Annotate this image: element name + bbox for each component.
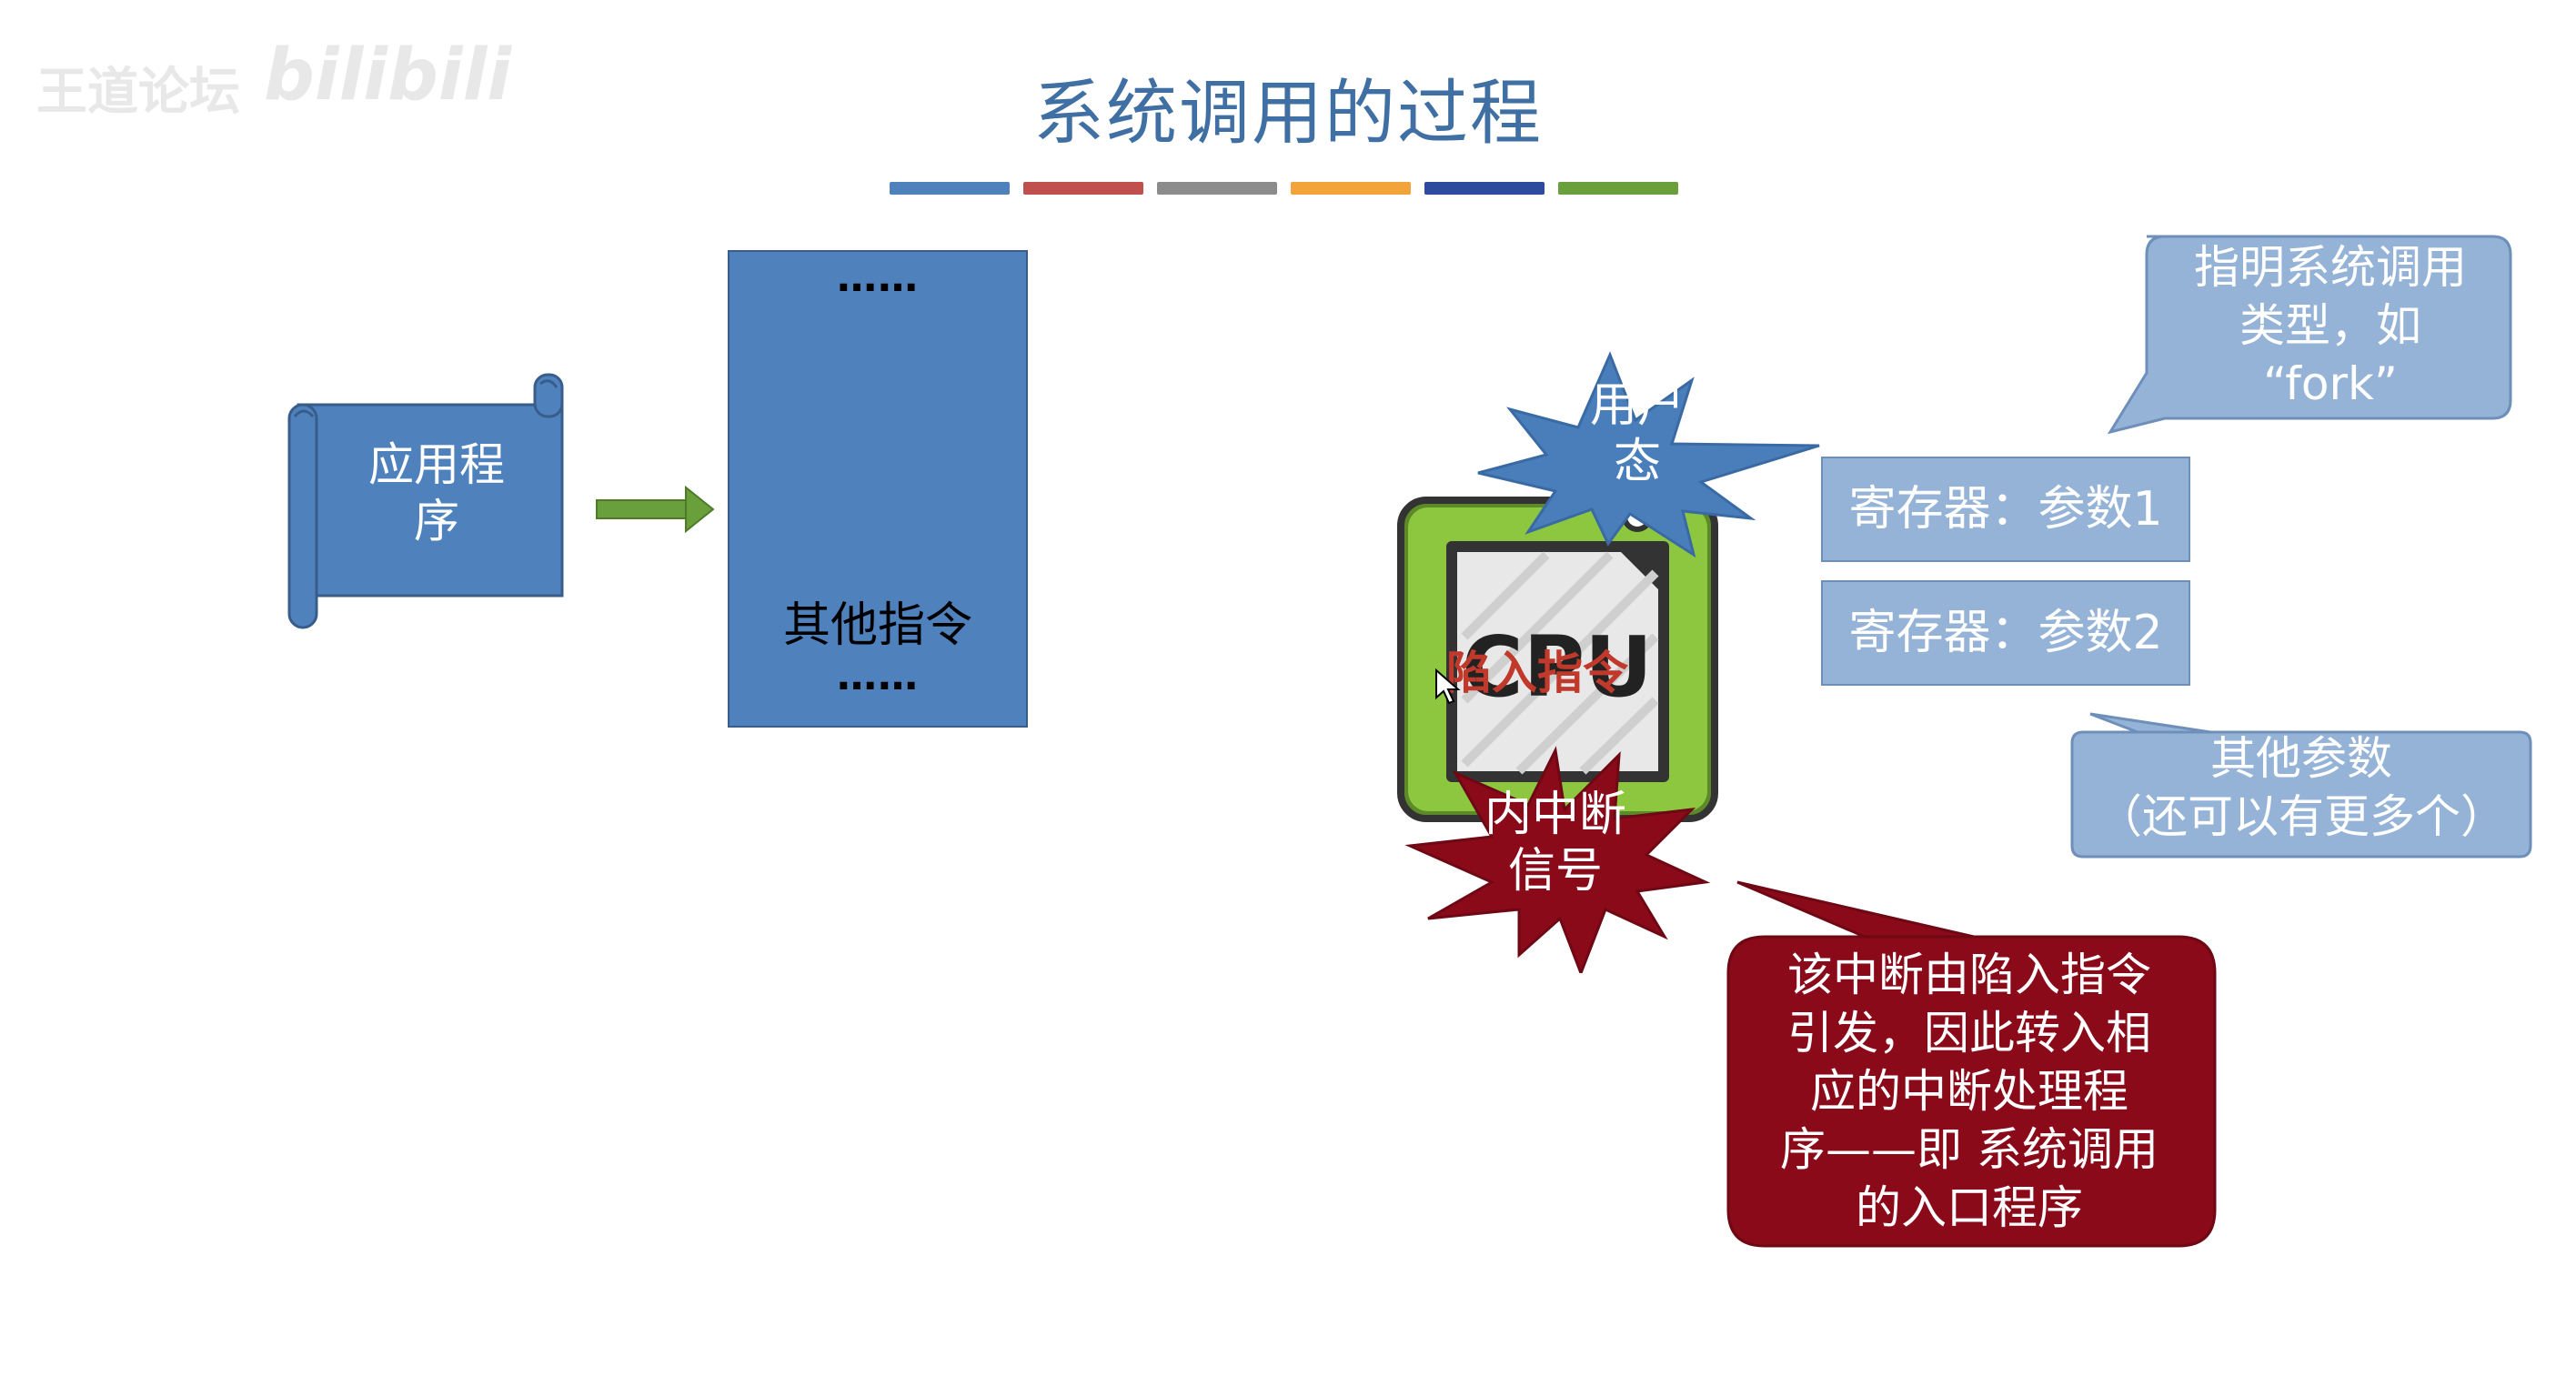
trap-instruction-label: 陷入指令 xyxy=(1446,647,1628,699)
flow-arrow-icon xyxy=(596,485,715,534)
other-params-line1: 其他参数 xyxy=(2210,732,2392,785)
cpu-chip-text: CPU xyxy=(1462,618,1653,716)
program-dots-bottom: …… xyxy=(837,653,919,699)
title-bar-3 xyxy=(1157,182,1277,195)
app-label-line1: 应用程 xyxy=(368,438,505,491)
interrupt-burst xyxy=(1404,746,1711,973)
page-title: 系统调用的过程 xyxy=(1032,73,1543,155)
title-bar-6 xyxy=(1558,182,1678,195)
interrupt-note-line3: 应的中断处理程 xyxy=(1810,1065,2128,1118)
register-param-2-label: 寄存器：参数2 xyxy=(1848,606,2163,660)
interrupt-note-line2: 引发，因此转入相 xyxy=(1787,1007,2151,1060)
other-params-text: 其他参数 （还可以有更多个） xyxy=(2072,729,2531,846)
title-bar-5 xyxy=(1424,182,1545,195)
app-label-line2: 序 xyxy=(414,495,459,547)
interrupt-note-text: 该中断由陷入指令 引发，因此转入相 应的中断处理程 序——即 系统调用 的入口程… xyxy=(1733,946,2206,1237)
watermark-site-text: 王道论坛 xyxy=(36,63,240,122)
app-scroll-shape xyxy=(287,373,564,629)
watermark-logo-text: bilibili xyxy=(264,35,512,116)
interrupt-signal-label: 内中断 信号 xyxy=(1455,787,1655,899)
interrupt-note-callout xyxy=(1726,880,2217,1248)
register-param-1-label: 寄存器：参数1 xyxy=(1848,482,2163,537)
watermark: 王道论坛 bilibili xyxy=(36,25,511,126)
interrupt-line1: 内中断 xyxy=(1484,788,1626,842)
other-params-line2: （还可以有更多个） xyxy=(2097,790,2506,843)
type-hint-text: 指明系统调用 类型，如 “fork” xyxy=(2148,238,2512,413)
register-param-2: 寄存器：参数2 xyxy=(1821,580,2190,686)
interrupt-note-line1: 该中断由陷入指令 xyxy=(1787,949,2151,1001)
user-mode-line2: 态 xyxy=(1613,435,1661,489)
type-hint-line2: 类型，如 xyxy=(2239,299,2421,352)
type-hint-line3: “fork” xyxy=(2263,357,2398,410)
type-hint-callout xyxy=(2107,235,2512,435)
title-bar-4 xyxy=(1291,182,1411,195)
user-mode-burst xyxy=(1477,351,1820,558)
program-dots-top: …… xyxy=(837,255,919,301)
program-other-instructions: 其他指令 xyxy=(782,598,972,653)
mouse-cursor-icon xyxy=(1435,668,1461,705)
title-bar-1 xyxy=(890,182,1010,195)
other-params-callout xyxy=(2070,712,2532,859)
title-bar-2 xyxy=(1023,182,1143,195)
register-param-1: 寄存器：参数1 xyxy=(1821,457,2190,562)
cpu-chip-icon: CPU xyxy=(1397,497,1718,822)
user-mode-label: 用户 态 xyxy=(1546,377,1728,490)
app-label: 应用程 序 xyxy=(327,437,546,549)
user-mode-line1: 用户 xyxy=(1589,378,1685,433)
interrupt-note-line4: 序——即 系统调用 xyxy=(1780,1123,2158,1176)
cpu-illustration: CPU xyxy=(1397,351,1820,973)
type-hint-line1: 指明系统调用 xyxy=(2194,241,2467,294)
interrupt-note-line5: 的入口程序 xyxy=(1856,1181,2083,1234)
interrupt-line2: 信号 xyxy=(1507,844,1603,899)
program-instructions-box xyxy=(728,250,1028,728)
